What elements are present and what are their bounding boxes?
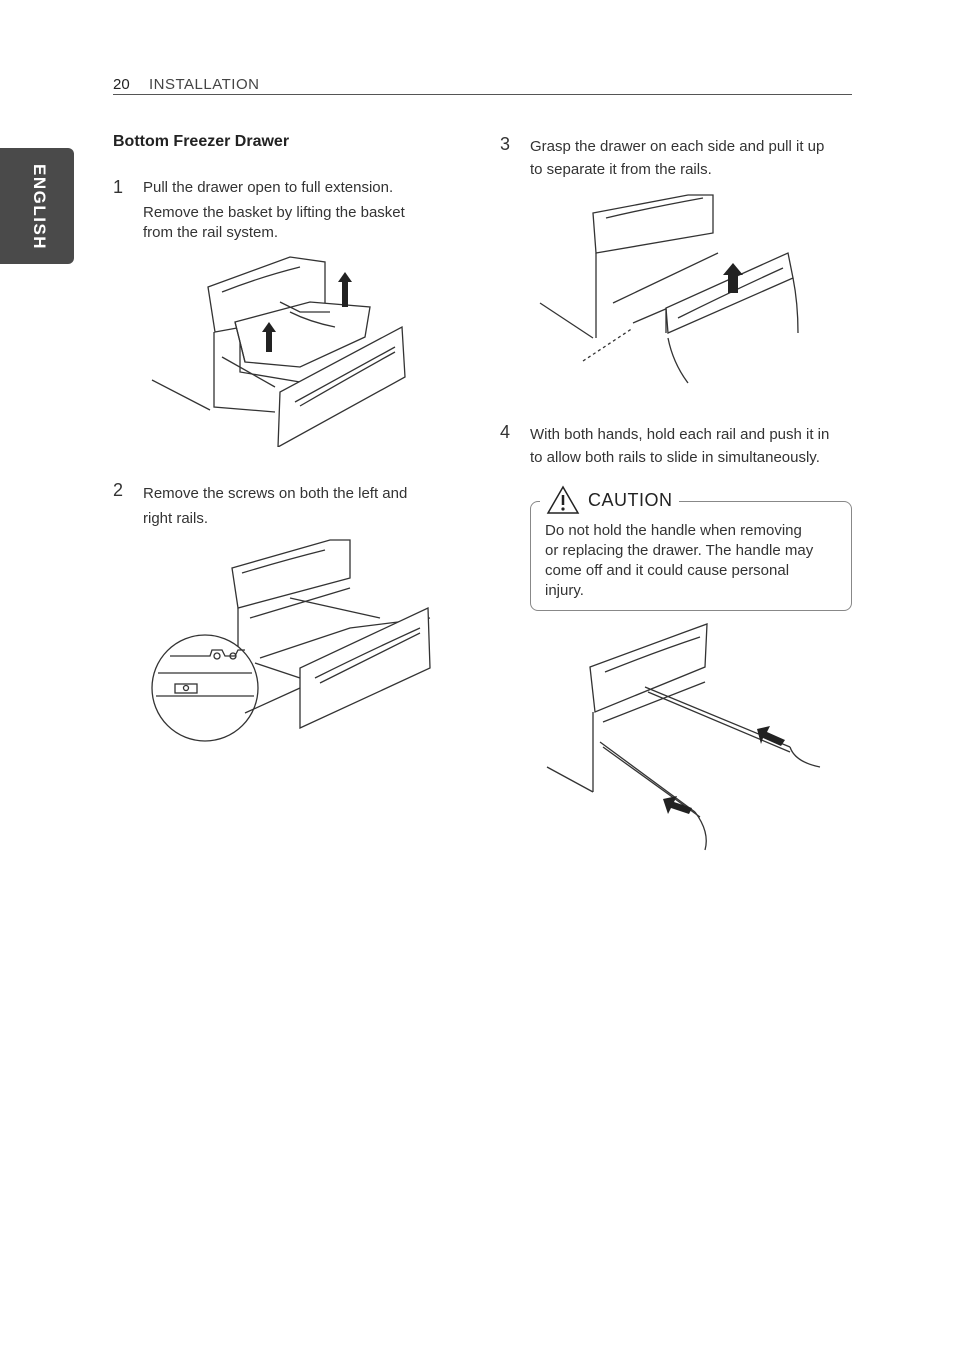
drawer-lift-illustration [539,194,799,384]
step-3-line-1: Grasp the drawer on each side and pull i… [530,138,825,155]
step-3-line-2: to separate it from the rails. [530,161,712,178]
caution-line-2: or replacing the drawer. The handle may [545,542,814,559]
step-1-line-1: Pull the drawer open to full extension. [143,179,394,196]
step-4-text: With both hands, hold each rail and push… [530,423,829,469]
step-4-number: 4 [500,422,511,442]
step-4-line-1: With both hands, hold each rail and push… [530,426,830,443]
screw-removal-illustration [151,539,431,742]
language-tab: ENGLISH [0,148,74,264]
step-1-line-2: Remove the basket by lifting the basket [143,204,405,221]
caution-line-4: injury. [545,582,584,599]
caution-line-3: come off and it could cause personal [545,562,790,579]
step-3-number: 3 [500,134,511,154]
page-header: 20 INSTALLATION [113,74,852,95]
language-tab-label: ENGLISH [30,164,49,251]
warning-icon [546,485,580,514]
step-2-line-1: Remove the screws on both the left and [143,485,408,502]
basket-removal-illustration [151,256,406,447]
section-label: INSTALLATION [149,76,260,93]
caution-header: CAUTION [540,485,679,515]
step-1-line-3: from the rail system. [143,224,279,241]
caution-line-1: Do not hold the handle when removing [545,522,802,539]
step-2-text: Remove the screws on both the left and r… [143,481,407,531]
rail-push-illustration [546,623,821,851]
caution-box [530,501,852,611]
step-4-line-2: to allow both rails to slide in simultan… [530,449,820,466]
page-number: 20 [113,76,130,93]
step-2-number: 2 [113,480,124,500]
section-title: Bottom Freezer Drawer [113,133,290,150]
step-1-number: 1 [113,177,124,197]
step-2-line-2: right rails. [143,510,209,527]
step-1-text: Pull the drawer open to full extension. … [143,178,405,243]
caution-text: Do not hold the handle when removing or … [545,521,843,601]
step-3-text: Grasp the drawer on each side and pull i… [530,135,824,181]
caution-title: CAUTION [588,489,673,510]
